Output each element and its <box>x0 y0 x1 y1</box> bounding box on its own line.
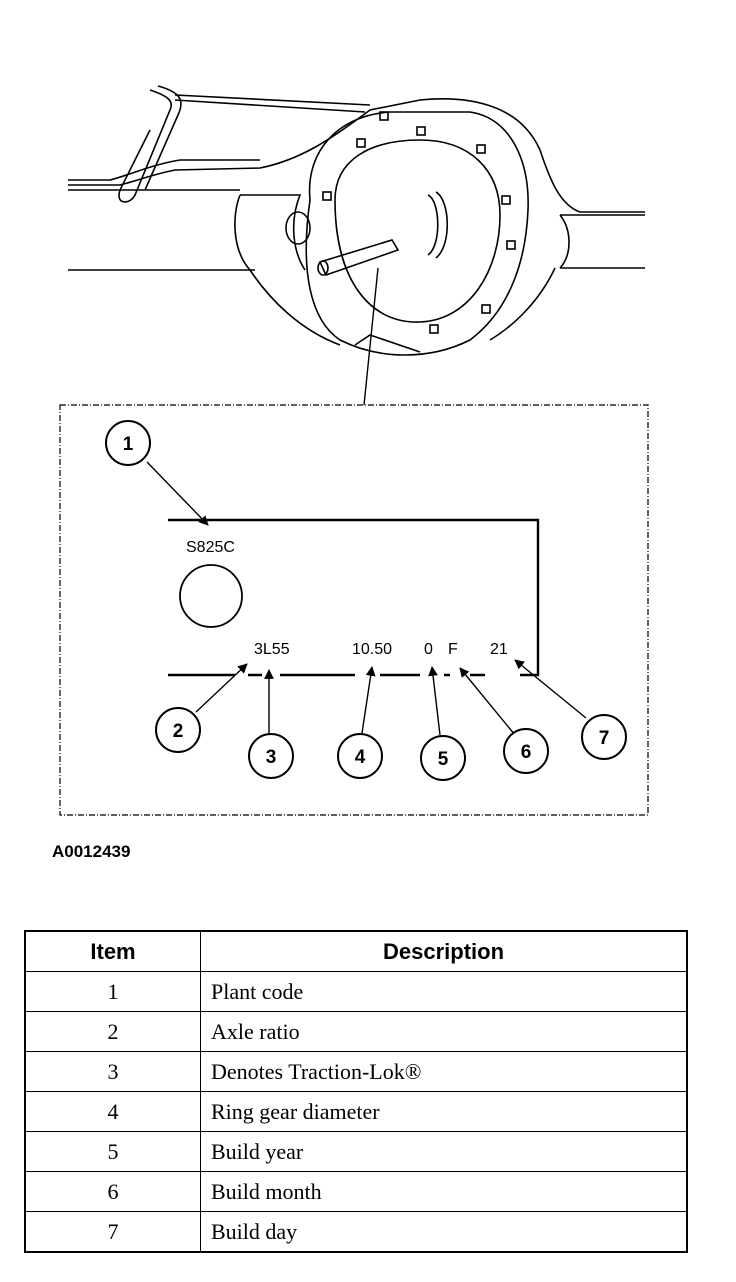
row-item: 2 <box>24 1011 201 1052</box>
arrow-5 <box>428 666 441 736</box>
tag-ratio: 3L55 <box>254 641 290 658</box>
callout-5: 5 <box>438 749 449 770</box>
callout-circle-4 <box>337 733 383 779</box>
row-description: Build month <box>200 1171 688 1212</box>
callout-4: 4 <box>355 747 366 768</box>
callout-2: 2 <box>173 721 184 742</box>
detail-frame <box>59 404 649 816</box>
tag-month: F <box>448 641 458 658</box>
axle-diagram: S825C 3L55 10.50 0 F 21 1 2 3 4 5 6 7 <box>59 85 649 816</box>
row-description: Denotes Traction-Lok® <box>200 1051 688 1092</box>
arrow-4 <box>361 666 376 734</box>
row-description: Build day <box>200 1211 688 1253</box>
leader-line <box>363 267 379 406</box>
table-row: 4 Ring gear diameter <box>24 1091 688 1132</box>
table-row: 3 Denotes Traction-Lok® <box>24 1051 688 1092</box>
row-item: 6 <box>24 1171 201 1212</box>
tag-day: 21 <box>490 641 508 658</box>
callout-circle-5 <box>420 735 466 781</box>
id-tag <box>168 518 540 677</box>
table-row: 1 Plant code <box>24 971 688 1012</box>
row-item: 7 <box>24 1211 201 1253</box>
tag-year: 0 <box>424 641 433 658</box>
callout-circle-2 <box>155 707 201 753</box>
figure-id: A0012439 <box>52 842 131 861</box>
arrow-7 <box>514 659 587 719</box>
arrow-6 <box>459 667 516 736</box>
axle-housing-illustration <box>68 85 645 356</box>
parts-table: Item Description 1 Plant code 2 Axle rat… <box>24 930 688 1253</box>
arrow-1 <box>146 461 209 526</box>
callout-circle-7 <box>581 714 627 760</box>
tag-hole <box>179 564 243 628</box>
callout-circle-1 <box>105 420 151 466</box>
callout-circle-3 <box>248 733 294 779</box>
row-description: Ring gear diameter <box>200 1091 688 1132</box>
row-item: 5 <box>24 1131 201 1172</box>
row-description: Plant code <box>200 971 688 1012</box>
table-header-row: Item Description <box>24 930 688 972</box>
tag-plant-code: S825C <box>186 539 235 556</box>
table-row: 5 Build year <box>24 1131 688 1172</box>
row-item: 4 <box>24 1091 201 1132</box>
table-row: 2 Axle ratio <box>24 1011 688 1052</box>
row-item: 1 <box>24 971 201 1012</box>
callout-1: 1 <box>123 434 134 455</box>
row-description: Build year <box>200 1131 688 1172</box>
row-description: Axle ratio <box>200 1011 688 1052</box>
row-item: 3 <box>24 1051 201 1092</box>
table-row: 7 Build day <box>24 1211 688 1253</box>
table-row: 6 Build month <box>24 1171 688 1212</box>
header-description: Description <box>200 930 688 972</box>
tag-ring-gear: 10.50 <box>352 641 392 658</box>
header-item: Item <box>24 930 201 972</box>
callout-7: 7 <box>599 728 610 749</box>
callout-circle-6 <box>503 728 549 774</box>
arrow-2 <box>195 663 248 713</box>
callout-6: 6 <box>521 742 532 763</box>
callout-3: 3 <box>266 747 277 768</box>
